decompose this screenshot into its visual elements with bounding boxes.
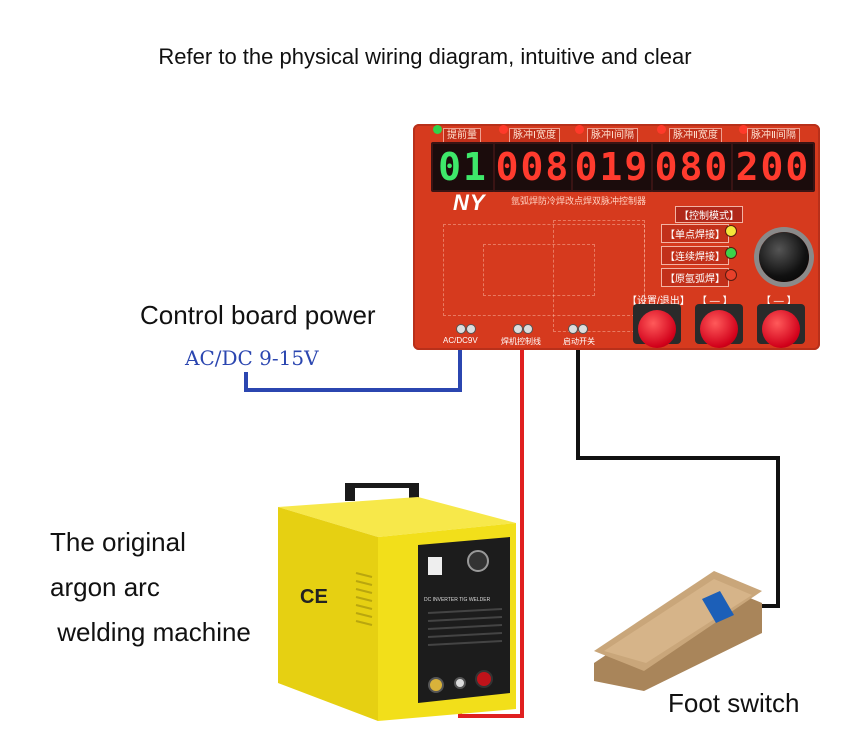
terminal xyxy=(523,324,533,334)
terminal xyxy=(456,324,466,334)
terminal xyxy=(578,324,588,334)
welding-machine: CE DC INVERTER TIG WELDER xyxy=(278,483,516,721)
control-board-label: Control board power xyxy=(140,300,376,330)
minus-button[interactable] xyxy=(700,310,738,348)
terminal xyxy=(568,324,578,334)
mode-continuous-weld: 【连续焊接】 xyxy=(661,246,729,265)
button-label: 【 — 】 xyxy=(761,296,797,307)
led-green-icon xyxy=(433,125,442,134)
terminal-label-welder: 焊机控制线 xyxy=(501,337,541,346)
display-pulse2-width: 080 xyxy=(651,142,733,192)
led-green-icon xyxy=(725,247,737,259)
svg-text:DC INVERTER TIG WELDER: DC INVERTER TIG WELDER xyxy=(424,597,491,603)
terminal xyxy=(513,324,523,334)
led-red-icon xyxy=(499,125,508,134)
header-label: 脉冲Ⅰ宽度 xyxy=(509,128,560,143)
led-red-icon xyxy=(575,125,584,134)
foot-switch-wire xyxy=(576,345,780,608)
display-pulse1-width: 008 xyxy=(493,142,573,192)
led-red-icon xyxy=(739,125,748,134)
minus-button-2[interactable] xyxy=(762,310,800,348)
terminal-label-switch: 启动开关 xyxy=(563,337,595,346)
foot-switch[interactable] xyxy=(584,563,774,693)
led-red-icon xyxy=(725,269,737,281)
brand-logo: NY xyxy=(453,190,486,215)
led-red-icon xyxy=(657,125,666,134)
button-label: 【 — 】 xyxy=(697,296,733,307)
display-pulse2-interval: 200 xyxy=(731,142,815,192)
set-exit-button[interactable] xyxy=(638,310,676,348)
header-label: 脉冲Ⅰ间隔 xyxy=(587,128,638,143)
mode-original-tig: 【原氩弧焊】 xyxy=(661,268,729,287)
power-wire xyxy=(244,338,462,392)
mode-title: 【控制模式】 xyxy=(675,206,743,223)
header-label: 脉冲Ⅱ间隔 xyxy=(747,128,800,143)
foot-switch-label: Foot switch xyxy=(668,688,800,718)
page-title: Refer to the physical wiring diagram, in… xyxy=(158,44,692,69)
terminal xyxy=(466,324,476,334)
header-label: 脉冲Ⅱ宽度 xyxy=(669,128,722,143)
mode-single-weld: 【单点焊接】 xyxy=(661,224,729,243)
welder-label: The original argon arc welding machine xyxy=(50,527,251,647)
board-subtitle: 氩弧焊防冷焊改点焊双脉冲控制器 xyxy=(511,196,647,206)
power-spec-label: AC/DC 9-15V xyxy=(185,346,319,370)
adjust-knob[interactable] xyxy=(759,232,809,282)
header-label: 提前量 xyxy=(443,128,481,143)
svg-text:CE: CE xyxy=(300,586,328,608)
button-label: 【设置/退出】 xyxy=(627,296,690,307)
terminal-label-power: AC/DC9V xyxy=(443,336,478,345)
display-pulse1-interval: 019 xyxy=(571,142,653,192)
led-yellow-icon xyxy=(725,225,737,237)
control-board: 提前量 脉冲Ⅰ宽度 脉冲Ⅰ间隔 脉冲Ⅱ宽度 脉冲Ⅱ间隔 01 008 019 0… xyxy=(413,124,820,350)
display-lead: 01 xyxy=(431,142,495,192)
